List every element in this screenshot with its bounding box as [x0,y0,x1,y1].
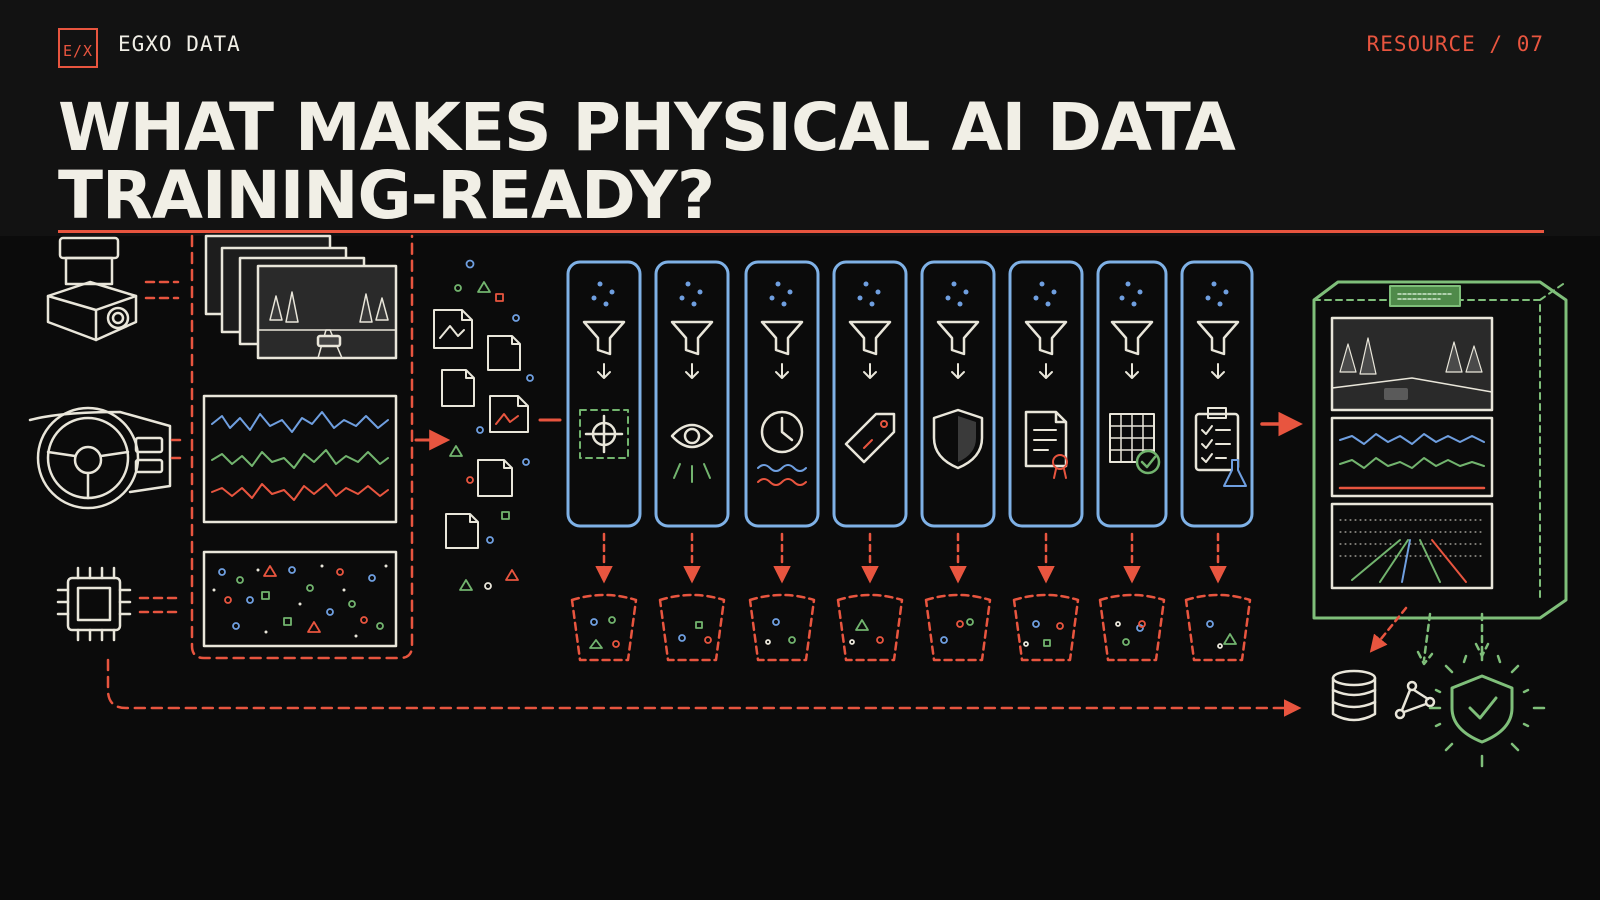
title-rule [58,230,1544,233]
bypass-path [106,658,1302,717]
video-frames-panel [204,234,398,360]
signal-waveform-panel [202,394,398,524]
resource-label: RESOURCE / 07 [1366,32,1544,56]
particle-scatter [449,259,534,591]
clipboard-flask-icon [1194,407,1247,487]
tag-icon [844,412,896,464]
point-cloud-panel [202,550,398,648]
reject-arrows [595,532,1227,584]
output-arrows-green [1416,612,1490,666]
chip-icon [56,566,132,642]
output-dataset-container [1312,280,1568,620]
stage-5 [920,260,996,528]
header-band [0,0,1600,236]
steering-wheel-icon [28,406,172,510]
sensor-connectors [138,280,186,614]
bucket-contents [589,616,1237,649]
stage-6 [1008,260,1084,528]
certificate-icon [1024,410,1068,479]
stage-3 [744,260,820,528]
page-title: WHAT MAKES PHYSICAL AI DATA TRAINING-REA… [58,89,1236,234]
reject-buckets [570,593,1252,662]
stage-1 [566,260,642,528]
title-line-2: TRAINING-READY? [58,157,715,234]
clock-icon [757,410,807,486]
graph-nodes-icon [1394,680,1436,720]
camera-icon [46,236,138,342]
stage-8 [1180,260,1254,528]
stage-7 [1096,260,1168,528]
output-arrows [1369,606,1408,653]
database-icon [1331,669,1377,722]
shield-check-icon [1428,648,1546,768]
filter-stages [566,260,1254,528]
grid-check-icon [1109,413,1161,475]
eye-icon [670,423,714,483]
stage-2 [654,260,730,528]
brand-name: EGXO DATA [118,32,241,56]
stage-4 [832,260,908,528]
shield-icon [932,408,984,470]
title-line-1: WHAT MAKES PHYSICAL AI DATA [58,89,1236,166]
document-scatter [433,309,529,549]
raw-data-container [190,234,414,660]
brand-logo: E/X [58,28,98,68]
target-icon [579,409,629,459]
